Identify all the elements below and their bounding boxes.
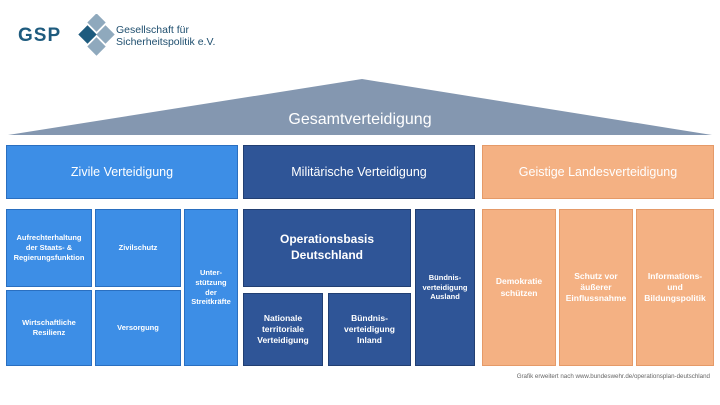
civil-defense-header: Zivile Verteidigung: [6, 145, 238, 199]
logo-abbrev: GSP: [18, 25, 62, 46]
military-defense-header: Militärische Verteidigung: [243, 145, 475, 199]
civil-item-supply: Versorgung: [95, 290, 181, 366]
source-credit: Grafik erweitert nach www.bundeswehr.de/…: [516, 373, 710, 380]
military-item-alliance-abroad: Bündnis- verteidigung Ausland: [415, 209, 475, 366]
military-item-national-territorial: Nationale territoriale Verteidigung: [243, 293, 323, 366]
civil-item-armed-forces-support: Unter- stützung der Streitkräfte: [184, 209, 238, 366]
civil-item-government-continuity: Aufrechterhaltung der Staats- & Regierun…: [6, 209, 92, 287]
logo-diamond-icon: [78, 14, 115, 56]
roof: [8, 79, 712, 135]
logo-name: Gesellschaft für Sicherheitspolitik e.V.: [116, 24, 215, 48]
spiritual-item-education-policy: Informations- und Bildungspolitik: [636, 209, 714, 366]
military-operations-base: Operationsbasis Deutschland: [243, 209, 411, 287]
civil-item-civil-protection: Zivilschutz: [95, 209, 181, 287]
gsp-logo: GSP Gesellschaft für Sicherheitspolitik …: [18, 14, 228, 62]
spiritual-item-protect-democracy: Demokratie schützen: [482, 209, 556, 366]
spiritual-defense-header: Geistige Landesverteidigung: [482, 145, 714, 199]
logo-name-line1: Gesellschaft für: [116, 24, 189, 36]
military-item-alliance-domestic: Bündnis- verteidigung Inland: [328, 293, 411, 366]
civil-item-economic-resilience: Wirtschaftliche Resilienz: [6, 290, 92, 366]
logo-name-line2: Sicherheitspolitik e.V.: [116, 36, 216, 49]
spiritual-item-foreign-influence: Schutz vor äußerer Einflussnahme: [559, 209, 633, 366]
roof-label: Gesamtverteidigung: [288, 111, 432, 128]
